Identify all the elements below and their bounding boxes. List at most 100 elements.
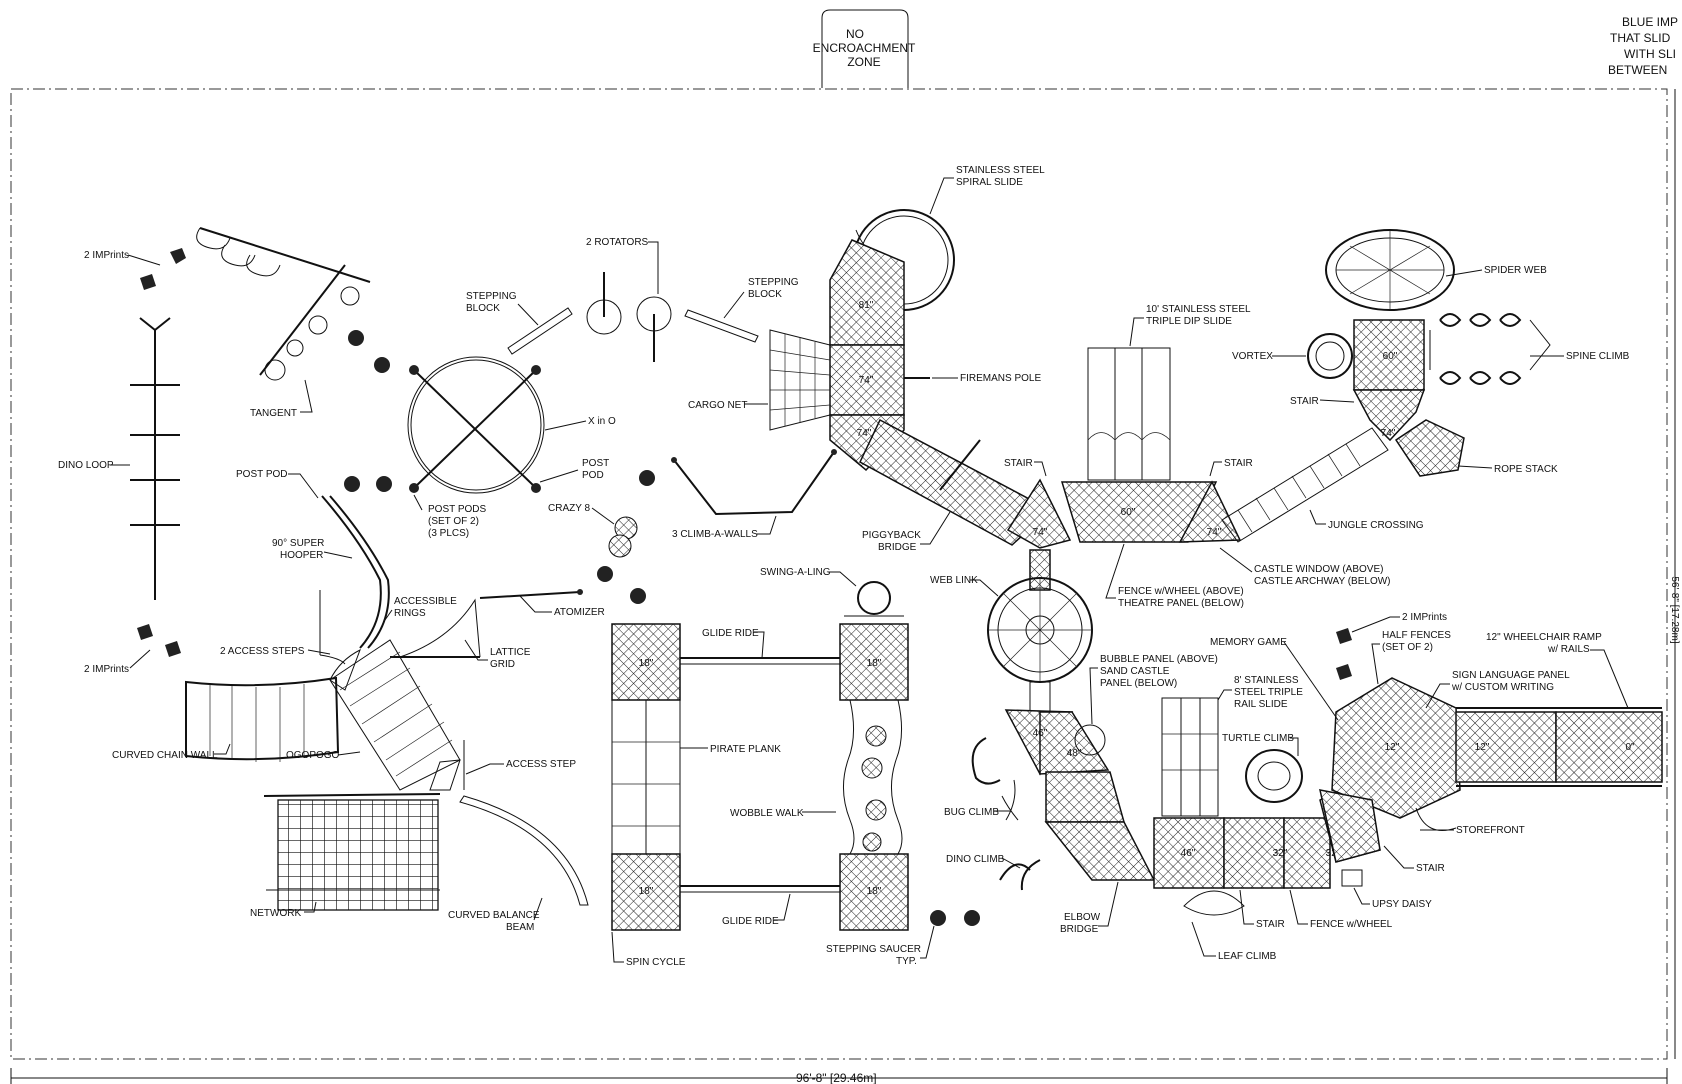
dino-loop-label: DINO LOOP	[58, 460, 114, 471]
curved-balance-beam-label-1: CURVED BALANCE	[448, 910, 540, 921]
web-link-label: WEB LINK	[930, 575, 978, 586]
imprints-left-label: 2 IMPrints	[84, 664, 129, 675]
note-line-2: THAT SLID	[1610, 31, 1671, 45]
curved-chain-wall-label: CURVED CHAIN WALL	[112, 750, 218, 761]
turtle-climb-label: TURTLE CLIMB	[1222, 733, 1294, 744]
rope-stack-label: ROPE STACK	[1494, 464, 1558, 475]
accessible-rings-label-1: ACCESSIBLE	[394, 596, 457, 607]
site-boundary	[10, 88, 1676, 1084]
height-dimension: 56'-8" [17.28m]	[1669, 576, 1680, 643]
curved-balance-beam-label-2: BEAM	[506, 922, 534, 933]
sign-language-label-1: SIGN LANGUAGE PANEL	[1452, 670, 1570, 681]
cargo-net-label: CARGO NET	[688, 400, 747, 411]
deck-tr-low: 74"	[1381, 428, 1396, 439]
imprints-left	[137, 624, 181, 657]
half-fences-label-1: HALF FENCES	[1382, 630, 1451, 641]
ogopogo	[329, 639, 465, 791]
cargo-net	[769, 329, 831, 431]
super-hooper	[321, 495, 390, 649]
curved-balance-beam	[459, 795, 589, 906]
crazy-8	[608, 516, 638, 558]
top-right-tower	[1307, 229, 1465, 477]
deck-glide-br: 18"	[867, 886, 882, 897]
main-tower	[829, 239, 1052, 546]
swing-a-ling-label: SWING-A-LING	[760, 567, 831, 578]
wobble-walk-label: WOBBLE WALK	[730, 808, 804, 819]
deck-bottom-46: 46"	[1181, 848, 1196, 859]
no-encroachment-zone: NO ENCROACHMENT ZONE	[813, 9, 916, 88]
stepping-block-left-label-2: BLOCK	[466, 303, 500, 314]
post-pods-label-3: (3 PLCS)	[428, 528, 469, 539]
vortex-label: VORTEX	[1232, 351, 1273, 362]
half-fences-label-2: (SET OF 2)	[1382, 642, 1433, 653]
stainless-spiral-label-2: SPIRAL SLIDE	[956, 177, 1023, 188]
memory-game-label: MEMORY GAME	[1210, 637, 1287, 648]
dino-loop	[130, 317, 180, 600]
stepping-saucers-left	[344, 330, 655, 604]
bug-climb-label: BUG CLIMB	[944, 807, 999, 818]
deck-spiral-mid: 74"	[859, 375, 874, 386]
note-line-3: WITH SLI	[1624, 47, 1676, 61]
x-in-o	[407, 356, 545, 494]
deck-center-right: 74"	[1207, 527, 1222, 538]
castle-label-1: CASTLE WINDOW (ABOVE)	[1254, 564, 1383, 575]
x-in-o-label: X in O	[588, 416, 616, 427]
ramp-label-1: 12" WHEELCHAIR RAMP	[1486, 632, 1602, 643]
spine-climb	[1429, 313, 1551, 385]
climb-a-walls	[671, 449, 837, 516]
stainless-spiral-label-1: STAINLESS STEEL	[956, 165, 1045, 176]
deck-bottom-32a: 32"	[1273, 848, 1288, 859]
deck-bug-48: 48"	[1067, 748, 1082, 759]
deck-bug-46: 46"	[1033, 728, 1048, 739]
accessible-rings-label-2: RINGS	[394, 608, 426, 619]
stepping-block-right-label-1: STEPPING	[748, 277, 799, 288]
access-steps-label: 2 ACCESS STEPS	[220, 646, 305, 657]
post-pod-right-label-2: POD	[582, 470, 604, 481]
stepping-block-left	[507, 307, 573, 355]
tangent	[196, 227, 371, 381]
triple-dip-slide	[1087, 347, 1171, 481]
deck-spiral-top: 81"	[859, 300, 874, 311]
rotators	[586, 272, 672, 362]
super-hooper-label-2: HOOPER	[280, 550, 323, 561]
hex-deck-and-ramp	[1319, 677, 1663, 863]
lattice-grid-label-1: LATTICE	[490, 647, 531, 658]
zone-line-3: ZONE	[847, 55, 880, 69]
note-line-4: BETWEEN	[1608, 63, 1667, 77]
stair-top-right-label: STAIR	[1290, 396, 1319, 407]
piggyback-label-1: PIGGYBACK	[862, 530, 921, 541]
post-pod-right-label-1: POST	[582, 458, 609, 469]
glide-ride-top-label: GLIDE RIDE	[702, 628, 759, 639]
fence-wheel-label-1: FENCE w/WHEEL (ABOVE)	[1118, 586, 1244, 597]
spider-web-label: SPIDER WEB	[1484, 265, 1547, 276]
imprints-right	[1336, 628, 1352, 680]
stepping-saucer-label-1: STEPPING SAUCER	[826, 944, 921, 955]
storefront-label: STOREFRONT	[1456, 825, 1525, 836]
triple-rail-label-2: STEEL TRIPLE	[1234, 687, 1303, 698]
glide-ride-bottom-label: GLIDE RIDE	[722, 916, 779, 927]
stepping-block-left-label-1: STEPPING	[466, 291, 517, 302]
zone-line-1: NO	[846, 27, 864, 41]
imprints-top	[140, 248, 186, 290]
lattice-grid-label-2: GRID	[490, 659, 515, 670]
pirate-plank-label: PIRATE PLANK	[710, 744, 781, 755]
deck-glide-bl: 18"	[639, 886, 654, 897]
fence-wheel-label-2: THEATRE PANEL (BELOW)	[1118, 598, 1244, 609]
dino-climb-label: DINO CLIMB	[946, 854, 1005, 865]
spin-cycle-label: SPIN CYCLE	[626, 957, 686, 968]
network	[263, 793, 441, 911]
network-label: NETWORK	[250, 908, 301, 919]
jungle-crossing	[1221, 427, 1389, 543]
deck-ramp-12a: 12"	[1385, 742, 1400, 753]
triple-dip-label-1: 10' STAINLESS STEEL	[1146, 304, 1251, 315]
glide-ride-area	[611, 581, 909, 931]
stepping-block-right	[684, 309, 759, 343]
accessible-rings	[319, 589, 583, 665]
stepping-block-right-label-2: BLOCK	[748, 289, 782, 300]
atomizer-label: ATOMIZER	[554, 607, 605, 618]
sign-language-label-2: w/ CUSTOM WRITING	[1451, 682, 1554, 693]
crazy8-label: CRAZY 8	[548, 503, 590, 514]
elbow-bridge-label-1: ELBOW	[1064, 912, 1101, 923]
tangent-label: TANGENT	[250, 408, 297, 419]
bubble-panel-label-2: SAND CASTLE	[1100, 666, 1170, 677]
